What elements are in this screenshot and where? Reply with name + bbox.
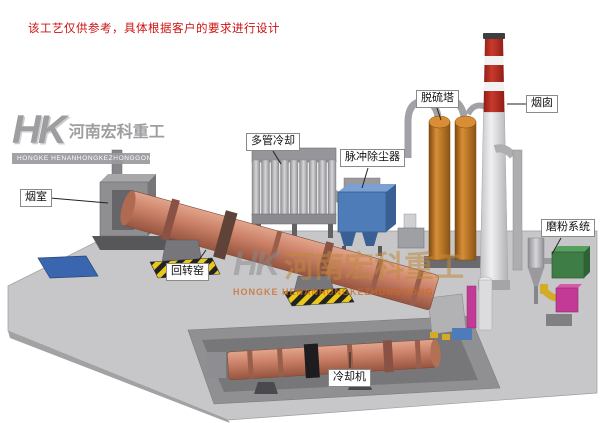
cooling-machine [227,339,441,381]
logo-company-name-cn: 河南宏科重工 [68,124,165,141]
foundation-pad [37,255,99,279]
label-smoke-chamber: 烟室 [20,189,52,207]
label-chimney: 烟囱 [526,95,558,113]
label-pulse-dust-collector: 脉冲除尘器 [340,149,405,167]
leader-pulse-dust-collector [361,167,369,189]
disclaimer-text: 该工艺仅供参考，具体根据客户的要求进行设计 [28,23,280,35]
label-rotary-kiln: 回转窑 [166,263,209,281]
leader-grinding-system [551,237,562,255]
rotary-kiln [120,190,439,310]
fan-unit [397,213,425,249]
leader-lines [49,103,562,368]
multi-tube-cooler [251,147,337,238]
grinding-system [493,144,590,326]
transfer-tower [427,276,493,340]
logo-mark: HK [12,108,67,152]
cooler-inlet-box [206,352,226,378]
logo-row: HK 河南宏科重工 [12,110,165,150]
label-grinding-system: 磨粉系统 [541,219,595,237]
leader-smoke-chamber [49,197,109,204]
company-logo: HK 河南宏科重工 HONGKE HENANHONGKEZHONGGONG [12,110,165,164]
logo-company-name-en: HONGKE HENANHONGKEZHONGGONG [12,153,150,164]
label-cooling-machine: 冷却机 [328,369,371,387]
chimney [478,33,510,290]
label-multi-tube-cooler: 多管冷却 [246,133,300,151]
pulse-dust-collector [337,177,396,256]
leader-desulfurization-tower [436,107,442,121]
leader-rotary-kiln [195,249,207,265]
leader-multi-tube-cooler [272,150,282,165]
label-desulfurization-tower: 脱硫塔 [416,90,459,108]
